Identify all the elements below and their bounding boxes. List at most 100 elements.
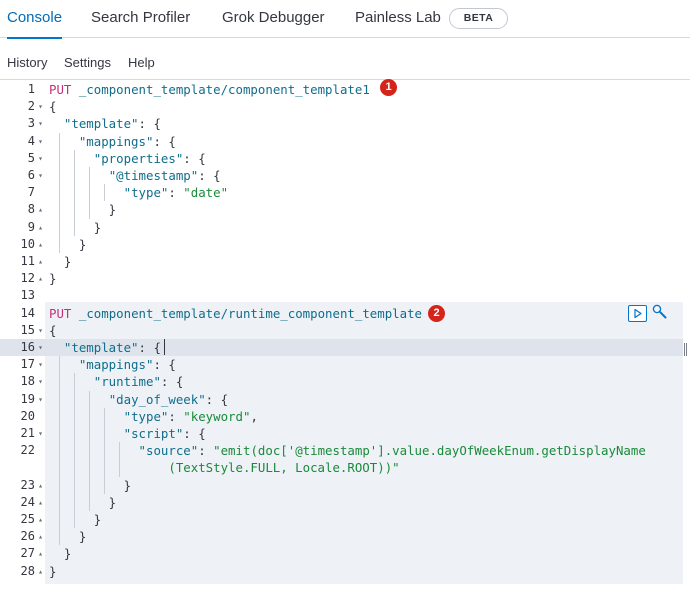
editor-line[interactable]: 25▴ }: [0, 511, 690, 529]
editor-line[interactable]: 26▴ }: [0, 528, 690, 546]
editor-line[interactable]: 19▾ "day_of_week": {: [0, 390, 690, 408]
editor-line[interactable]: 2▾{: [0, 98, 690, 115]
fold-close-icon[interactable]: ▴: [38, 205, 43, 215]
code-text: {: [49, 322, 56, 339]
line-number: 8: [27, 202, 35, 217]
callout-badge-2: 2: [428, 305, 445, 322]
line-number: 5: [27, 150, 35, 165]
code-text: (TextStyle.FULL, Locale.ROOT))": [49, 459, 400, 476]
line-number: 23: [20, 477, 35, 492]
fold-open-icon[interactable]: ▾: [38, 394, 43, 404]
editor-line[interactable]: 20 "type": "keyword",: [0, 407, 690, 425]
fold-close-icon[interactable]: ▴: [38, 497, 43, 507]
help-link[interactable]: Help: [128, 55, 155, 70]
code-text: }: [49, 563, 56, 580]
settings-link[interactable]: Settings: [64, 55, 111, 70]
fold-open-icon[interactable]: ▾: [38, 325, 43, 335]
code-token: [49, 392, 109, 407]
editor-line[interactable]: 22 "source": "emit(doc['@timestamp'].val…: [0, 442, 690, 460]
indent-guide: [74, 184, 76, 202]
fold-close-icon[interactable]: ▴: [38, 480, 43, 490]
code-token: ,: [250, 408, 258, 424]
line-number: 26: [20, 529, 35, 544]
fold-close-icon[interactable]: ▴: [38, 532, 43, 542]
indent-guide: [59, 167, 61, 185]
editor-line[interactable]: 18▾ "runtime": {: [0, 373, 690, 391]
editor-line[interactable]: 27▴ }: [0, 545, 690, 562]
code-token: (TextStyle.FULL, Locale.ROOT))": [49, 460, 400, 476]
fold-open-icon[interactable]: ▾: [38, 343, 43, 352]
fold-close-icon[interactable]: ▴: [38, 274, 43, 284]
fold-open-icon[interactable]: ▾: [38, 119, 43, 129]
indent-guide: [89, 167, 91, 185]
indent-guide: [89, 184, 91, 202]
code-token: _component_template/component_template1: [78, 82, 370, 97]
send-request-button[interactable]: [628, 305, 647, 322]
code-token: }: [49, 202, 117, 218]
resize-handle[interactable]: [684, 343, 687, 356]
editor-line[interactable]: 16▾ "template": {: [0, 339, 690, 356]
fold-close-icon[interactable]: ▴: [38, 549, 43, 559]
code-text: }: [49, 545, 71, 562]
indent-guide: [59, 235, 61, 253]
code-token: "emit(doc['@timestamp'].value.dayOfWeekE…: [213, 443, 646, 459]
editor-line[interactable]: 11▴ }: [0, 253, 690, 270]
tab-grok-debugger[interactable]: Grok Debugger: [222, 9, 325, 26]
indent-guide: [59, 218, 61, 236]
fold-open-icon[interactable]: ▾: [38, 102, 43, 112]
fold-open-icon[interactable]: ▾: [38, 153, 43, 163]
editor-line[interactable]: (TextStyle.FULL, Locale.ROOT))": [0, 459, 690, 477]
history-link[interactable]: History: [7, 55, 48, 70]
code-text: }: [49, 236, 86, 253]
fold-open-icon[interactable]: ▾: [38, 429, 43, 438]
tab-search-profiler[interactable]: Search Profiler: [91, 9, 191, 26]
editor-line[interactable]: 28▴}: [0, 563, 690, 580]
editor-line[interactable]: 21▾ "script": {: [0, 425, 690, 443]
line-number: 3: [27, 116, 35, 131]
line-number: 6: [27, 168, 35, 182]
fold-close-icon[interactable]: ▴: [38, 222, 43, 232]
fold-close-icon[interactable]: ▴: [38, 257, 43, 266]
editor-line[interactable]: 12▴}: [0, 270, 690, 287]
editor-line[interactable]: 4▾ "mappings": {: [0, 132, 690, 150]
indent-guide: [74, 373, 76, 391]
line-number: 11: [20, 254, 35, 268]
tab-painless-lab[interactable]: Painless Lab: [355, 9, 441, 26]
editor-line[interactable]: 10▴ }: [0, 235, 690, 253]
editor-line[interactable]: 9▴ }: [0, 218, 690, 236]
fold-open-icon[interactable]: ▾: [38, 360, 43, 370]
editor-line[interactable]: 3▾ "template": {: [0, 115, 690, 132]
editor-line[interactable]: 6▾ "@timestamp": {: [0, 167, 690, 185]
line-number: 10: [20, 236, 35, 251]
fold-close-icon[interactable]: ▴: [38, 515, 43, 524]
request-actions-button[interactable]: [651, 303, 670, 322]
fold-close-icon[interactable]: ▴: [38, 566, 43, 576]
editor-line[interactable]: 7 "type": "date": [0, 184, 690, 202]
fold-open-icon[interactable]: ▾: [38, 136, 43, 146]
fold-open-icon[interactable]: ▾: [38, 171, 43, 180]
fold-open-icon[interactable]: ▾: [38, 377, 43, 387]
line-number: 20: [20, 408, 35, 423]
indent-guide: [74, 459, 76, 477]
fold-close-icon[interactable]: ▴: [38, 239, 43, 249]
code-text: }: [49, 511, 101, 528]
editor-line[interactable]: 17▾ "mappings": {: [0, 356, 690, 374]
code-token: }: [49, 271, 57, 287]
editor-line[interactable]: 8▴ }: [0, 201, 690, 219]
editor-line[interactable]: 15▾{: [0, 322, 690, 339]
indent-guide: [59, 132, 61, 150]
editor-line[interactable]: 23▴ }: [0, 476, 690, 494]
code-token: "type": [123, 185, 169, 201]
code-text: "template": {: [49, 115, 161, 132]
indent-guide: [119, 442, 121, 460]
indent-guide: [104, 459, 106, 477]
editor-line[interactable]: 24▴ }: [0, 493, 690, 511]
editor-line[interactable]: 13: [0, 287, 690, 304]
code-text: "template": {: [49, 339, 161, 356]
editor-line[interactable]: 5▾ "properties": {: [0, 149, 690, 167]
code-token: [71, 82, 78, 97]
tab-console[interactable]: Console: [7, 0, 63, 39]
